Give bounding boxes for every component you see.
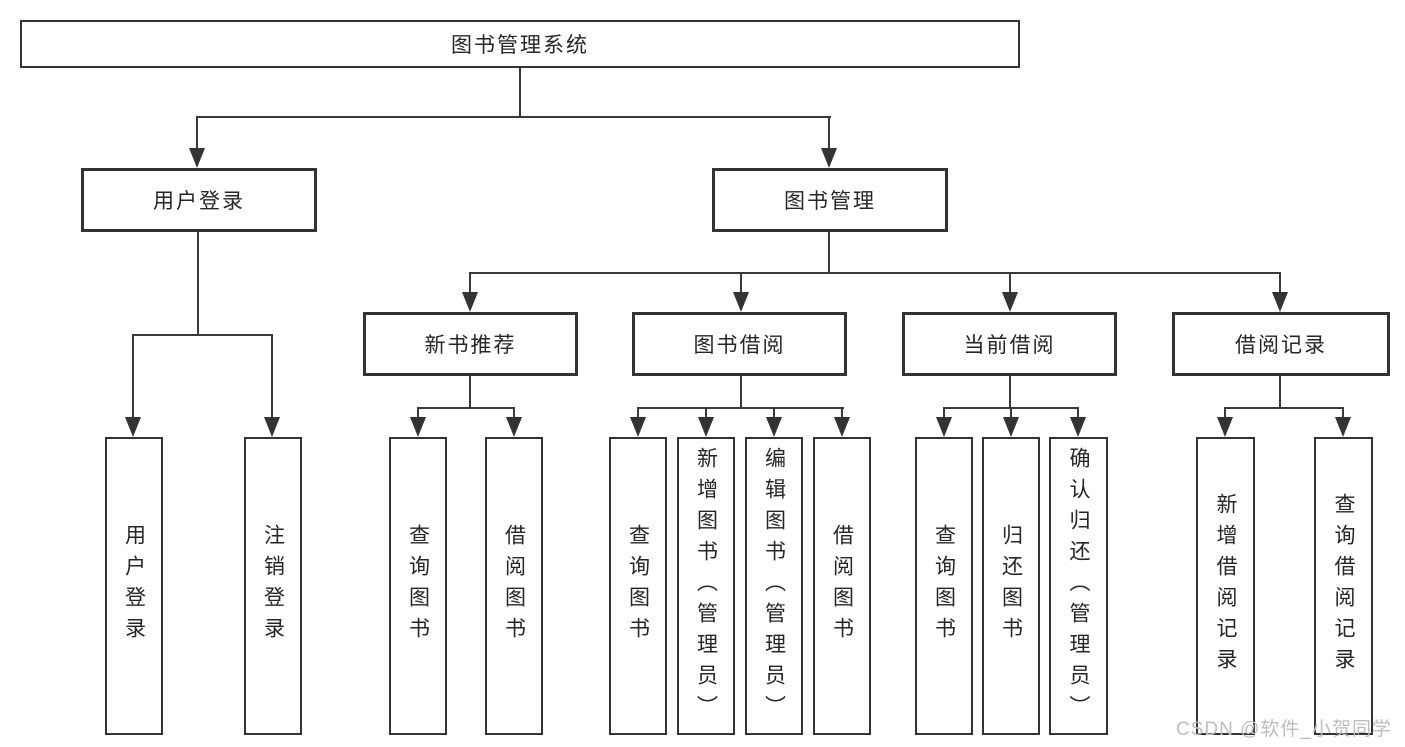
leaf-user-login: 用户登录 <box>105 437 163 735</box>
arrow-borrow-leaf-4 <box>834 417 850 437</box>
node-book-management: 图书管理 <box>712 168 948 232</box>
arrow-to-leaf-user-login <box>125 417 141 437</box>
arrow-recommend-leaf-1 <box>410 417 426 437</box>
connector-borrow-stem <box>740 376 742 408</box>
leaf-query-books-borrow: 查询图书 <box>609 437 667 735</box>
connector-userlogin-split <box>132 334 273 336</box>
leaf-query-books-recommend: 查询图书 <box>389 437 447 735</box>
connector-recommend-stem-1 <box>417 407 419 419</box>
connector-root-stem <box>519 68 521 116</box>
arrow-borrow-leaf-2 <box>698 417 714 437</box>
connector-userlogin-right-stem <box>271 334 273 419</box>
connector-bookmgmt-stem <box>828 232 830 273</box>
connector-root-right-stem <box>828 116 830 150</box>
connector-bookmgmt-stem-4 <box>1279 272 1281 294</box>
node-user-login: 用户登录 <box>81 168 317 232</box>
connector-borrow-split <box>637 407 844 409</box>
connector-current-stem <box>1009 376 1011 408</box>
node-new-book-recommend: 新书推荐 <box>363 312 578 376</box>
connector-recommend-stem <box>469 376 471 408</box>
connector-borrow-stem-1 <box>637 407 639 419</box>
arrow-records-leaf-1 <box>1217 417 1233 437</box>
arrow-current-leaf-2 <box>1003 417 1019 437</box>
leaf-confirm-return-admin: 确认归还（管理员） <box>1049 437 1108 735</box>
node-borrow-records: 借阅记录 <box>1172 312 1390 376</box>
connector-borrow-stem-3 <box>773 407 775 419</box>
connector-bookmgmt-stem-3 <box>1009 272 1011 294</box>
arrow-borrow-leaf-3 <box>766 417 782 437</box>
arrow-records-leaf-2 <box>1335 417 1351 437</box>
connector-recommend-split <box>417 407 515 409</box>
connector-root-split <box>196 116 831 118</box>
leaf-borrow-books-recommend: 借阅图书 <box>485 437 543 735</box>
node-current-borrow: 当前借阅 <box>902 312 1117 376</box>
arrow-to-borrow-records <box>1272 292 1288 312</box>
leaf-logout: 注销登录 <box>244 437 302 735</box>
leaf-add-borrow-record: 新增借阅记录 <box>1196 437 1255 735</box>
leaf-query-books-current: 查询图书 <box>915 437 973 735</box>
leaf-add-books-admin: 新增图书（管理员） <box>677 437 735 735</box>
arrow-to-leaf-logout <box>264 417 280 437</box>
connector-borrow-stem-2 <box>705 407 707 419</box>
node-root-library-system: 图书管理系统 <box>20 20 1020 68</box>
connector-userlogin-left-stem <box>132 334 134 419</box>
leaf-return-books: 归还图书 <box>982 437 1040 735</box>
connector-recommend-stem-2 <box>513 407 515 419</box>
arrow-current-leaf-3 <box>1070 417 1086 437</box>
leaf-query-borrow-record: 查询借阅记录 <box>1314 437 1373 735</box>
connector-borrow-stem-4 <box>841 407 843 419</box>
connector-records-stem-1 <box>1224 407 1226 419</box>
leaf-edit-books-admin: 编辑图书（管理员） <box>745 437 803 735</box>
arrow-recommend-leaf-2 <box>506 417 522 437</box>
arrow-to-user-login <box>189 148 205 168</box>
node-book-borrow: 图书借阅 <box>632 312 847 376</box>
connector-bookmgmt-split <box>469 272 1281 274</box>
connector-userlogin-stem <box>197 232 199 335</box>
connector-bookmgmt-stem-2 <box>740 272 742 294</box>
connector-current-stem-2 <box>1010 407 1012 419</box>
connector-root-left-stem <box>196 116 198 150</box>
connector-records-stem <box>1279 376 1281 408</box>
csdn-watermark: CSDN @软件_小贺同学 <box>1176 719 1392 740</box>
connector-records-stem-2 <box>1342 407 1344 419</box>
arrow-to-book-borrow <box>733 292 749 312</box>
connector-records-split <box>1224 407 1344 409</box>
leaf-borrow-books: 借阅图书 <box>813 437 871 735</box>
connector-bookmgmt-stem-1 <box>469 272 471 294</box>
arrow-borrow-leaf-1 <box>630 417 646 437</box>
connector-current-stem-3 <box>1077 407 1079 419</box>
arrow-to-current-borrow <box>1002 292 1018 312</box>
connector-current-stem-1 <box>943 407 945 419</box>
arrow-to-book-management <box>821 148 837 168</box>
arrow-to-new-book-recommend <box>462 292 478 312</box>
arrow-current-leaf-1 <box>936 417 952 437</box>
